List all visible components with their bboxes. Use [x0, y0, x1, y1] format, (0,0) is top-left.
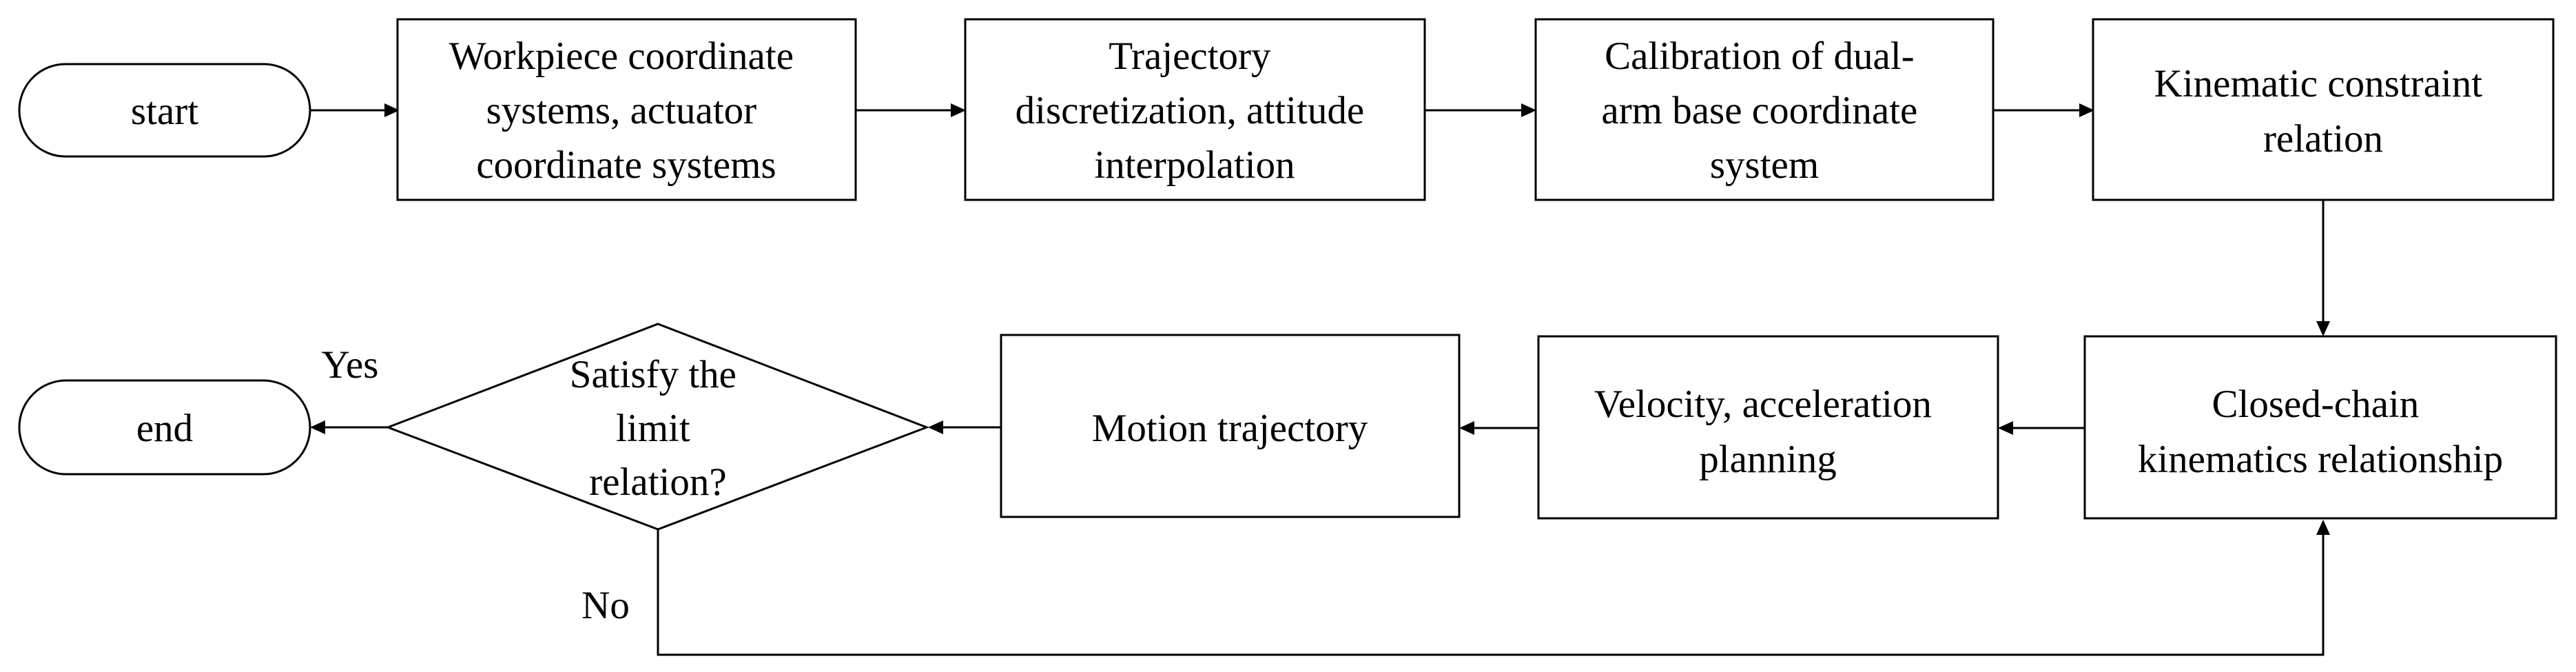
closed-chain-line-2: kinematics relationship [2138, 438, 2503, 481]
arrowhead-icon [1521, 103, 1536, 117]
node-start: start [18, 63, 311, 158]
yes-edge-label: Yes [322, 343, 379, 387]
node-velocity-planning: Velocity, acceleration planning [1537, 335, 1999, 520]
limit-check-line-1: Satisfy the [570, 353, 736, 396]
svg-text:Kinematic constraint rel: Kinematic constraint relation [2154, 62, 2493, 161]
arrowhead-icon [951, 103, 966, 117]
end-label: end [136, 407, 193, 450]
node-motion-trajectory: Motion trajectory [1000, 334, 1461, 518]
svg-text:Motion trajectory: Motion trajectory [1092, 407, 1368, 450]
coord-systems-line-1: Workpiece coordinate [449, 34, 794, 78]
arrowhead-icon [2316, 321, 2330, 336]
coord-systems-box [396, 18, 857, 201]
discretization-line-1: Trajectory [1109, 34, 1271, 78]
arrowhead-icon [1459, 421, 1474, 435]
end-terminal [18, 379, 311, 476]
svg-text:Satisfy the limit: Satisfy the limit relation? [570, 353, 746, 504]
svg-text:Trajectory discretizatio: Trajectory discretization, attitude inte… [1016, 34, 1374, 187]
velocity-planning-line-2: planning [1699, 438, 1836, 481]
arrowhead-icon [1998, 421, 2013, 435]
svg-text:Velocity, acceleration p: Velocity, acceleration planning [1594, 383, 1941, 481]
limit-check-diamond [384, 323, 930, 531]
arrowhead-icon [2079, 103, 2094, 117]
node-limit-check: Satisfy the limit relation? [384, 323, 930, 531]
svg-text:Calibration of dual- arm: Calibration of dual- arm base coordinate… [1601, 34, 1927, 187]
discretization-line-2: discretization, attitude [1016, 89, 1365, 132]
connectors [310, 103, 2330, 656]
motion-trajectory-line-1: Motion trajectory [1092, 407, 1368, 450]
node-discretization: Trajectory discretization, attitude inte… [964, 18, 1426, 201]
node-calibration: Calibration of dual- arm base coordinate… [1534, 18, 1995, 201]
node-coord-systems: Workpiece coordinate systems, actuator c… [396, 18, 857, 201]
closed-chain-line-1: Closed-chain [2212, 383, 2419, 426]
limit-check-line-2: limit [616, 407, 690, 450]
arrowhead-icon [2316, 520, 2330, 535]
limit-check-line-3: relation? [589, 460, 726, 504]
svg-text:start: start [131, 90, 198, 133]
start-label: start [131, 90, 198, 133]
arrowhead-icon [928, 420, 943, 434]
start-terminal [18, 63, 311, 158]
arrowhead-icon [384, 103, 400, 117]
svg-text:Workpiece coordinate sys: Workpiece coordinate systems, actuator c… [449, 34, 804, 187]
kinematic-constraint-line-2: relation [2263, 117, 2383, 161]
velocity-planning-box [1537, 335, 1999, 520]
closed-chain-box [2083, 335, 2557, 520]
edge-limit-check-to-closed-chain [657, 529, 2325, 656]
node-closed-chain: Closed-chain kinematics relationship [2083, 335, 2557, 520]
svg-text:Closed-chain kinematics: Closed-chain kinematics relationship [2138, 383, 2503, 481]
discretization-line-3: interpolation [1094, 143, 1295, 187]
kinematic-constraint-box [2092, 18, 2555, 201]
velocity-planning-line-1: Velocity, acceleration [1594, 383, 1932, 426]
node-kinematic-constraint: Kinematic constraint relation [2092, 18, 2555, 201]
calibration-box [1534, 18, 1995, 201]
no-edge-label: No [581, 584, 630, 627]
arrowhead-icon [310, 420, 325, 434]
svg-text:end: end [136, 407, 193, 450]
calibration-line-2: arm base coordinate [1601, 89, 1917, 132]
coord-systems-line-2: systems, actuator [486, 89, 757, 132]
kinematic-constraint-line-1: Kinematic constraint [2154, 62, 2483, 105]
node-end: end [18, 379, 311, 476]
discretization-box [964, 18, 1426, 201]
calibration-line-3: system [1710, 143, 1819, 187]
calibration-line-1: Calibration of dual- [1605, 34, 1915, 78]
motion-trajectory-box [1000, 334, 1461, 518]
coord-systems-line-3: coordinate systems [476, 143, 776, 187]
